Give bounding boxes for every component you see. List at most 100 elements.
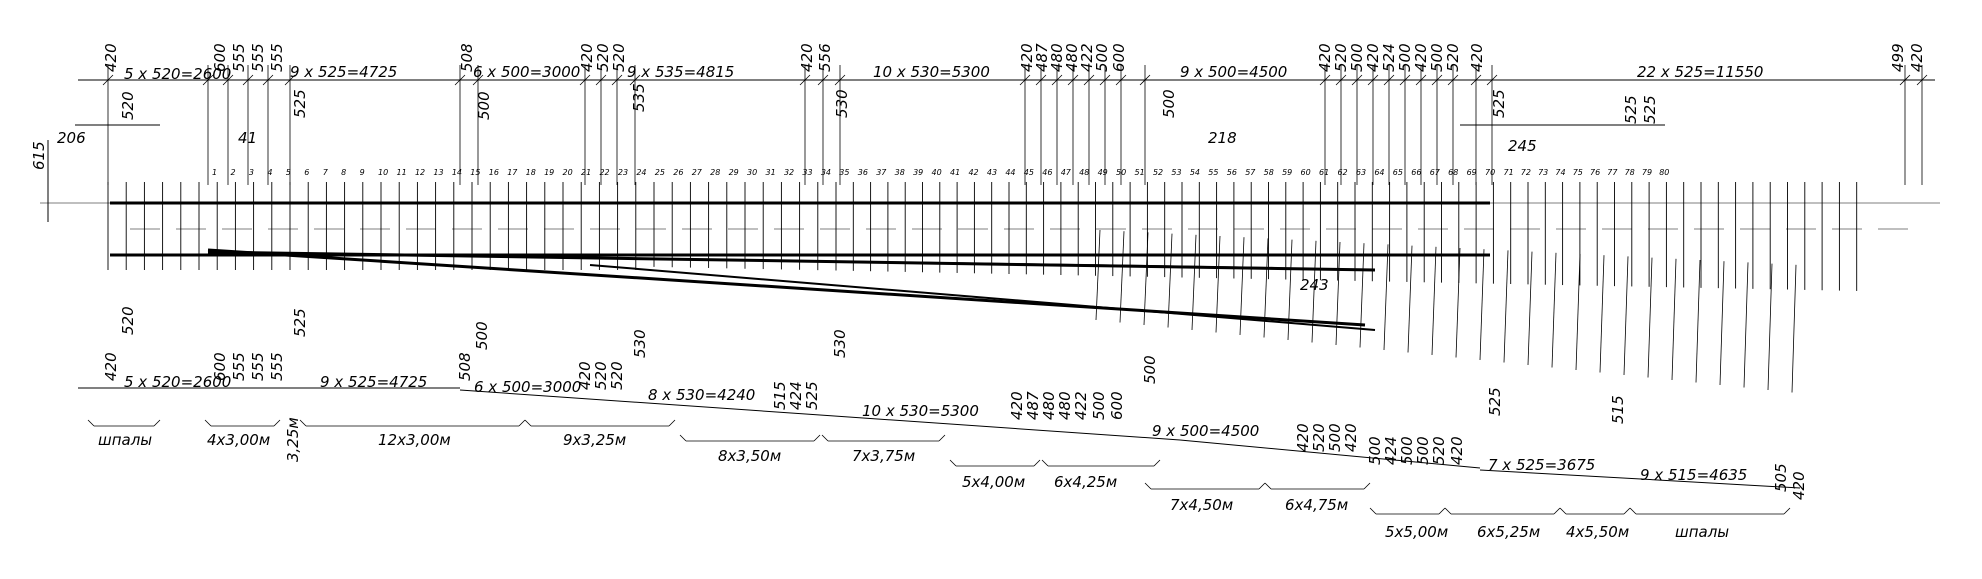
top-vert-dim: 499 (1889, 43, 1907, 72)
group-label: шпалы (1675, 523, 1729, 541)
tick-mark (222, 74, 234, 86)
top-vert-dim: 420 (1364, 43, 1382, 72)
top-vert-dim: 420 (1018, 43, 1036, 72)
top-dim-6: 9 x 500=4500 (1180, 63, 1287, 81)
bottom-vert-dim: 420 (576, 361, 594, 390)
tick-mark (1115, 74, 1127, 86)
sleeper-number: 68 (1448, 168, 1458, 177)
sleeper (1455, 247, 1461, 358)
top-vert-dim: 487 (1033, 43, 1051, 72)
sleeper-number: 8 (341, 168, 346, 177)
sleeper-number: 69 (1467, 168, 1477, 177)
top-vert-dim: 524 (1380, 43, 1398, 72)
top-vert-dim: 556 (816, 43, 834, 72)
group-brace (518, 419, 526, 427)
sleeper (1623, 256, 1629, 376)
tick-mark (1019, 74, 1031, 86)
sleeper-number: 80 (1659, 168, 1669, 177)
bottom-dim-4: 8 x 530=4240 (648, 386, 755, 404)
group-brace (1559, 507, 1567, 515)
bottom-vert-dim: 530 (831, 329, 849, 358)
top-vert-dim: 500 (1428, 43, 1446, 72)
sleeper-number: 44 (1005, 168, 1015, 177)
sleeper-number: 20 (563, 168, 573, 177)
tick-mark (262, 74, 274, 86)
top-vert-dim: 420 (1908, 43, 1926, 72)
sleeper-number: 64 (1374, 168, 1384, 177)
sleeper-number: 25 (655, 168, 665, 177)
tick-mark (1099, 74, 1111, 86)
sleeper (1287, 239, 1293, 341)
top-vert-dim: 525 (1490, 89, 1508, 118)
sleeper (1575, 253, 1581, 371)
bottom-vert-dim: 555 (230, 352, 248, 381)
sleeper (1719, 261, 1725, 386)
bottom-vert-dim: 500 (1141, 355, 1159, 384)
tick-mark (799, 74, 811, 86)
sleeper (1311, 240, 1317, 343)
group-label: 3,25м (284, 417, 302, 462)
group-brace (1438, 507, 1446, 515)
sleeper (1671, 258, 1677, 381)
bottom-dimension-line (1479, 469, 1801, 489)
tick-mark (1447, 74, 1459, 86)
sleeper-number: 4 (267, 168, 272, 177)
bottom-vert-dim: 525 (1486, 387, 1504, 416)
sleeper (1647, 257, 1653, 378)
group-brace (1623, 507, 1631, 515)
sleeper-number: 56 (1227, 168, 1237, 177)
sleeper (1695, 259, 1701, 383)
top-vert-dim: 420 (1316, 43, 1334, 72)
sleeper (1167, 233, 1173, 328)
tick-mark (472, 74, 484, 86)
sleeper (1503, 250, 1509, 363)
sleeper (1743, 262, 1749, 388)
top-vert-dim: 500 (475, 91, 493, 120)
group-brace (813, 434, 821, 442)
group-label: 5x4,00м (962, 473, 1025, 491)
group-label: 8x3,50м (718, 447, 781, 465)
tick-mark (242, 74, 254, 86)
group-label: шпалы (98, 431, 152, 449)
sleeper (1767, 263, 1773, 391)
sleeper-number: 58 (1264, 168, 1274, 177)
sleeper-number: 74 (1555, 168, 1565, 177)
sleeper-number: 35 (839, 168, 849, 177)
sleeper-number: 53 (1171, 168, 1181, 177)
sleeper-number: 65 (1393, 168, 1403, 177)
top-vert-dim: 480 (1063, 43, 1081, 72)
group-label: 5x5,00м (1385, 523, 1448, 541)
sleeper-number: 10 (378, 168, 388, 177)
tick-mark (1335, 74, 1347, 86)
bottom-vert-dim: 525 (291, 308, 309, 337)
group-brace (821, 434, 829, 442)
sleeper-number: 49 (1098, 168, 1108, 177)
top-vert-dim: 520 (594, 43, 612, 72)
group-brace (524, 419, 532, 427)
bottom-vert-dim: 515 (771, 381, 789, 410)
bottom-vert-dim: 420 (102, 352, 120, 381)
bottom-vert-dim: 525 (803, 381, 821, 410)
sleeper-number: 33 (802, 168, 812, 177)
sleeper-number: 78 (1625, 168, 1635, 177)
bottom-vert-dim: 520 (119, 306, 137, 335)
sleeper-number: 22 (599, 168, 609, 177)
bottom-vert-dim: 420 (1342, 423, 1360, 452)
tick-mark (1051, 74, 1063, 86)
sleeper-number: 12 (415, 168, 425, 177)
dim-41: 41 (238, 129, 257, 147)
sleeper-number: 51 (1135, 168, 1145, 177)
sleeper-number: 28 (710, 168, 720, 177)
top-vert-dim: 500 (1396, 43, 1414, 72)
sleeper-number: 13 (433, 168, 443, 177)
top-vert-dim: 520 (1444, 43, 1462, 72)
sleeper-number: 60 (1301, 168, 1311, 177)
top-vert-dim: 525 (291, 89, 309, 118)
group-brace (949, 459, 957, 467)
sleeper (1335, 241, 1341, 346)
group-brace (938, 434, 946, 442)
group-brace (1444, 507, 1452, 515)
sleeper (1239, 237, 1245, 336)
bottom-vert-dim: 487 (1024, 391, 1042, 420)
sleeper-number: 23 (618, 168, 628, 177)
